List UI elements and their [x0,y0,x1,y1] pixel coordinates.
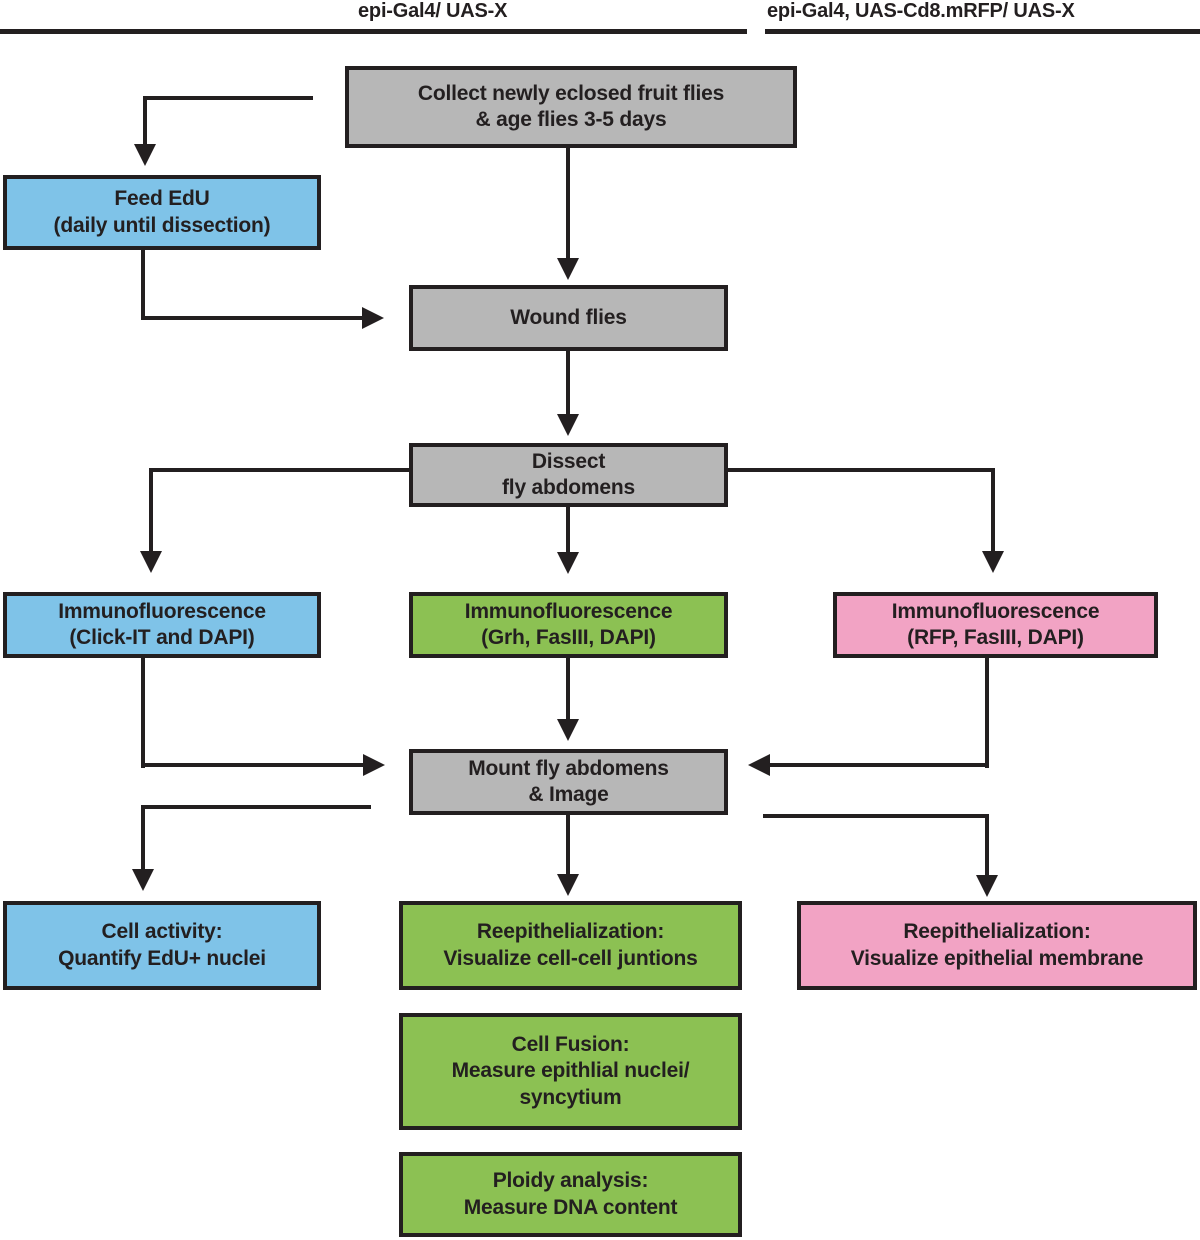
arrowhead-dissect-to-ifrfp [982,551,1004,573]
connector-ifclickit-to-mount-horizontal [141,763,375,767]
connector-ifgrh-to-mount-vertical [566,658,570,724]
header-rule-right [765,29,1200,34]
header-label-left: epi-Gal4/ UAS-X [358,0,508,22]
connector-mount-to-reepijunctions-vertical [566,815,570,879]
header-label-right: epi-Gal4, UAS-Cd8.mRFP/ UAS-X [767,0,1075,22]
connector-mount-to-reepimembrane-horizontal [763,814,985,818]
arrowhead-mount-to-cellactivity [132,869,154,891]
node-ploidy-analysis-label: Ploidy analysis: Measure DNA content [463,1169,678,1219]
connector-mount-to-reepimembrane-vertical [985,814,989,880]
arrowhead-mount-to-reepijunctions [557,874,579,896]
node-collect-flies[interactable]: Collect newly eclosed fruit flies & age … [345,66,797,148]
connector-collect-to-feededu-vertical [143,96,147,148]
node-if-rfp[interactable]: Immunofluorescence (RFP, FasIII, DAPI) [833,592,1158,658]
node-mount-image-label: Mount fly abdomens & Image [468,756,669,806]
node-wound-flies[interactable]: Wound flies [409,285,728,351]
connector-ifrfp-to-mount-horizontal [770,763,989,767]
node-if-rfp-label: Immunofluorescence (RFP, FasIII, DAPI) [891,599,1100,649]
node-if-grh-label: Immunofluorescence (Grh, FasIII, DAPI) [464,599,673,649]
node-dissect-abdomens-label: Dissect fly abdomens [502,449,635,499]
node-feed-edu-label: Feed EdU (daily until dissection) [53,187,271,237]
node-reepi-junctions[interactable]: Reepithelialization: Visualize cell-cell… [399,901,742,990]
node-mount-image[interactable]: Mount fly abdomens & Image [409,749,728,815]
connector-mount-to-cellactivity-vertical [141,805,145,875]
connector-collect-to-wound-vertical [566,148,570,261]
connector-dissect-to-ifrfp-horizontal [728,468,995,472]
node-collect-flies-label: Collect newly eclosed fruit flies & age … [417,81,725,131]
connector-dissect-to-ifclickit-vertical [149,468,153,556]
arrowhead-mount-to-reepimembrane [976,875,998,897]
node-ploidy-analysis[interactable]: Ploidy analysis: Measure DNA content [399,1152,742,1237]
arrowhead-collect-to-wound [557,258,579,280]
node-wound-flies-label: Wound flies [510,305,627,329]
node-if-click-it[interactable]: Immunofluorescence (Click-IT and DAPI) [3,592,321,658]
arrowhead-wound-to-dissect [557,414,579,436]
connector-feededu-to-wound-vertical [141,250,145,320]
node-dissect-abdomens[interactable]: Dissect fly abdomens [409,443,728,507]
node-cell-activity[interactable]: Cell activity: Quantify EdU+ nuclei [3,901,321,990]
connector-mount-to-cellactivity-horizontal [141,805,371,809]
arrowhead-feededu-to-wound [362,307,384,329]
connector-dissect-to-ifrfp-vertical [991,468,995,556]
node-reepi-membrane[interactable]: Reepithelialization: Visualize epithelia… [797,901,1197,990]
connector-feededu-to-wound-horizontal [141,316,373,320]
node-reepi-junctions-label: Reepithelialization: Visualize cell-cell… [443,920,698,970]
arrowhead-ifgrh-to-mount [557,719,579,741]
node-cell-fusion-label: Cell Fusion: Measure epithlial nuclei/ s… [451,1033,690,1109]
node-reepi-membrane-label: Reepithelialization: Visualize epithelia… [850,920,1144,970]
connector-dissect-to-ifgrh-vertical [566,507,570,557]
arrowhead-dissect-to-ifclickit [140,551,162,573]
connector-ifrfp-to-mount-vertical [985,658,989,768]
node-cell-fusion[interactable]: Cell Fusion: Measure epithlial nuclei/ s… [399,1013,742,1130]
node-if-grh[interactable]: Immunofluorescence (Grh, FasIII, DAPI) [409,592,728,658]
arrowhead-ifclickit-to-mount [363,754,385,776]
connector-collect-to-feededu-horizontal [143,96,313,100]
arrowhead-dissect-to-ifgrh [557,552,579,574]
node-feed-edu[interactable]: Feed EdU (daily until dissection) [3,175,321,250]
header-rule-left [0,29,747,34]
arrowhead-ifrfp-to-mount [748,754,770,776]
node-if-click-it-label: Immunofluorescence (Click-IT and DAPI) [58,599,266,649]
connector-ifclickit-to-mount-vertical [141,658,145,768]
connector-wound-to-dissect-vertical [566,351,570,416]
node-cell-activity-label: Cell activity: Quantify EdU+ nuclei [58,920,266,970]
connector-dissect-to-ifclickit-horizontal [149,468,411,472]
arrowhead-collect-to-feededu [134,144,156,166]
